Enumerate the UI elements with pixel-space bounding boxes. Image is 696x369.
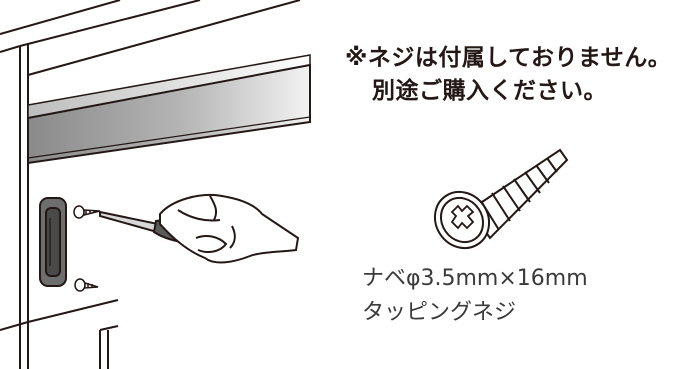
bracket-screw-bottom (74, 278, 99, 292)
bracket-screw-top (73, 205, 101, 219)
screw-spec-type: タッピングネジ (362, 300, 517, 325)
cabinet-frame (0, 0, 301, 369)
shelf-rail (27, 54, 311, 165)
screw-spec-label: ナベφ3.5mm×16mm タッピングネジ (362, 262, 588, 330)
notice-line-2: 別途ご購入ください。 (372, 78, 607, 104)
screws-not-included-notice: ※ネジは付属しておりません。 別途ご購入ください。 (345, 42, 671, 108)
screw-spec-size: ナベφ3.5mm×16mm (362, 266, 588, 291)
hand (159, 194, 300, 264)
notice-line-1: ※ネジは付属しておりません。 (345, 45, 672, 71)
shelf-bracket (39, 197, 67, 287)
tapping-screw (433, 148, 569, 250)
